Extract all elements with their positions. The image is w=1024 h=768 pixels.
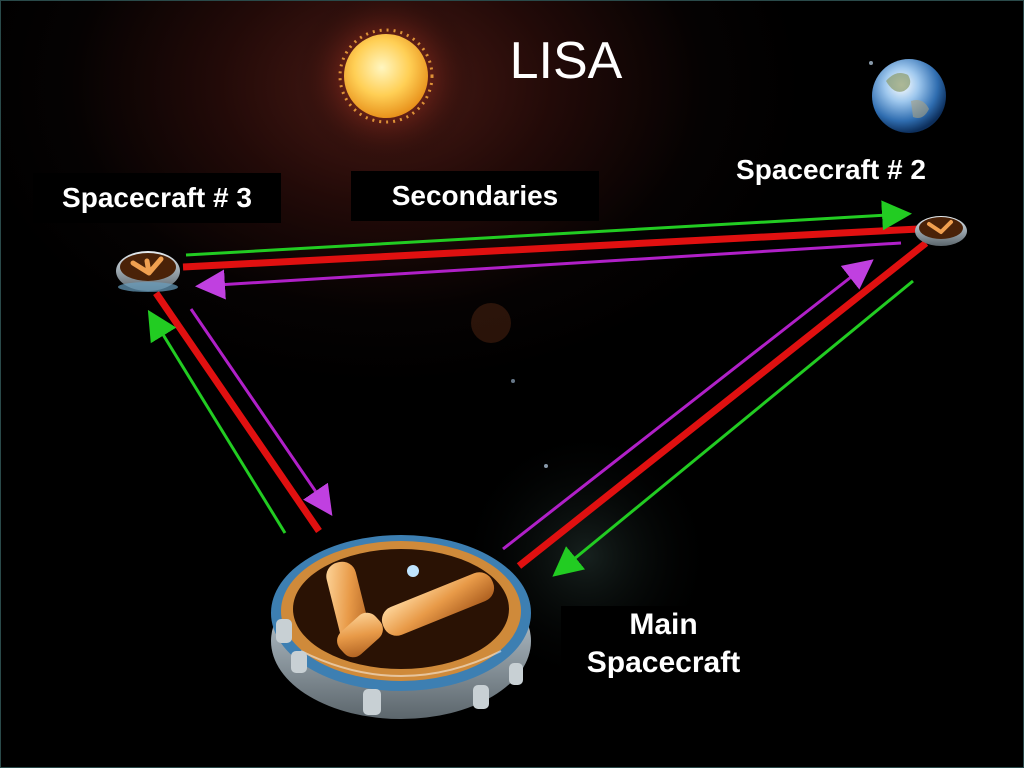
thruster-icon [473,685,489,709]
thruster-icon [276,619,292,643]
sun-icon [338,28,434,124]
main-spacecraft-label-line1: Main [629,608,698,641]
spacecraft-3-icon [116,251,180,292]
star [544,464,548,468]
earth-icon [872,59,946,133]
telescope-tubes [326,561,495,658]
spacecraft-2-icon [915,216,967,246]
forward-beams [147,200,914,577]
secondaries-label: Secondaries [351,171,599,221]
arrow-return-sc2 [502,259,874,551]
star [869,61,873,65]
arrow-to-sc3 [147,309,287,534]
thruster-icon [363,689,381,715]
beam-sc3-sc2 [182,225,920,271]
thruster-icon [509,663,523,685]
arrow-return-sc3 [195,241,902,300]
spacecraft-2-label: Spacecraft # 2 [736,154,926,185]
arrow-to-sc2 [185,200,912,257]
main-spacecraft-label-line2: Spacecraft [586,645,741,679]
main-beams [153,225,929,569]
spacecraft-3-label: Spacecraft # 3 [33,173,281,223]
main-spacecraft-label: Main Spacecraft [561,606,766,681]
slide-title: LISA [509,32,623,90]
beam-main-sc2 [516,240,929,569]
main-spacecraft-icon [271,535,531,719]
thruster-icon [291,651,307,673]
arrow-to-main [552,279,914,577]
sensor-icon [407,565,419,577]
arrow-return-main [189,308,333,516]
background-glow [471,303,511,343]
beam-sc3-main [153,291,322,533]
star [511,379,515,383]
return-beams [189,241,902,551]
